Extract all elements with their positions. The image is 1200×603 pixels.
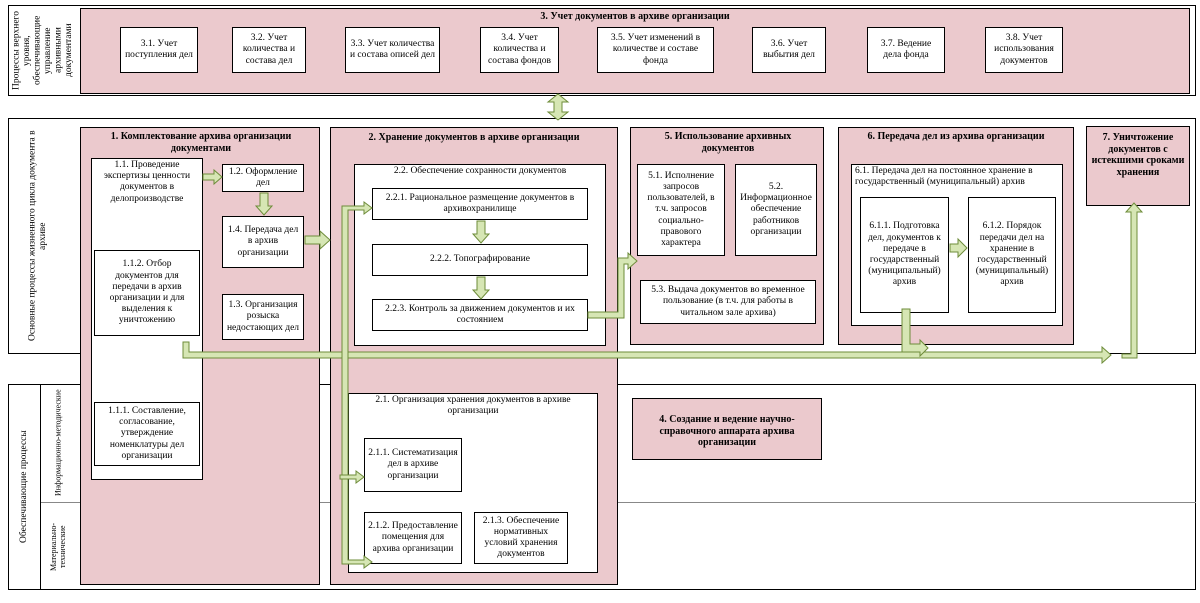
box-1-3: 1.3. Организация розыска недостающих дел [222, 294, 304, 340]
support-divider [40, 502, 1196, 503]
block7-title: 7. Уничтожение документов с истекшими ср… [1091, 132, 1185, 178]
box-2-2-1: 2.2.1. Рациональное размещение документо… [372, 188, 588, 220]
box-3-1: 3.1. Учет поступления дел [120, 27, 198, 73]
block5-title: 5. Использование архивных документов [664, 131, 792, 154]
support-side-label: Обеспечивающие процессы [18, 430, 29, 544]
upper-side-label: Процессы верхнего уровня, обеспечивающие… [11, 11, 74, 90]
box-3-2: 3.2. Учет количества и состава дел [232, 27, 306, 73]
box-3-6: 3.6. Учет выбытия дел [752, 27, 826, 73]
box-2-1-2: 2.1.2. Предоставление помещения для архи… [364, 512, 462, 564]
box-6-1-1: 6.1.1. Подготовка дел, документов к пере… [860, 197, 949, 313]
block7 [1086, 126, 1190, 206]
main-side-label: Основные процессы жизненного цикла докум… [27, 130, 48, 342]
box-6-1-2: 6.1.2. Порядок передачи дел на хранение … [968, 197, 1056, 313]
box-1-4: 1.4. Передача дел в архив организации [222, 216, 304, 268]
material-side-label: Материально-технические [49, 523, 67, 571]
block3-title: 3. Учет документов в архиве организации [540, 11, 730, 22]
info-side-label: Информационно-методические [53, 389, 63, 497]
arrow-double-vertical [546, 93, 570, 121]
block2-title: 2. Хранение документов в архиве организа… [368, 132, 580, 143]
box-5-1: 5.1. Исполнение запросов пользователей, … [637, 164, 725, 256]
box-2-2-3: 2.2.3. Контроль за движением документов … [372, 299, 588, 331]
box-2-1-3: 2.1.3. Обеспечение нормативных условий х… [474, 512, 568, 564]
box-1-2: 1.2. Оформление дел [222, 164, 304, 192]
box-3-8: 3.8. Учет использования документов [985, 27, 1063, 73]
box-5-2: 5.2. Информационное обеспечение работник… [735, 164, 817, 256]
block1-title: 1. Комплектование архива организации док… [110, 131, 292, 154]
box-1-1-1: 1.1.1. Составление, согласование, утверж… [94, 402, 200, 466]
box-1-1: 1.1. Проведение экспертизы ценности доку… [92, 159, 202, 217]
box-3-7: 3.7. Ведение дела фонда [867, 27, 945, 73]
support-side-divider [40, 384, 41, 590]
box-3-3: 3.3. Учет количества и состава описей де… [345, 27, 440, 73]
box-2-2-2: 2.2.2. Топографирование [372, 244, 588, 276]
box-3-4: 3.4. Учет количества и состава фондов [480, 27, 559, 73]
box-5-3: 5.3. Выдача документов во временное поль… [640, 280, 816, 324]
box-1-1-2: 1.1.2. Отбор документов для передачи в а… [94, 250, 200, 336]
block4-title: 4. Создание и ведение научно-справочного… [659, 414, 795, 448]
box-2-1-1: 2.1.1. Систематизация дел в архиве орган… [364, 438, 462, 492]
block6-title: 6. Передача дел из архива организации [867, 131, 1045, 142]
block4 [632, 398, 822, 460]
box-3-5: 3.5. Учет изменений в количестве и соста… [597, 27, 714, 73]
